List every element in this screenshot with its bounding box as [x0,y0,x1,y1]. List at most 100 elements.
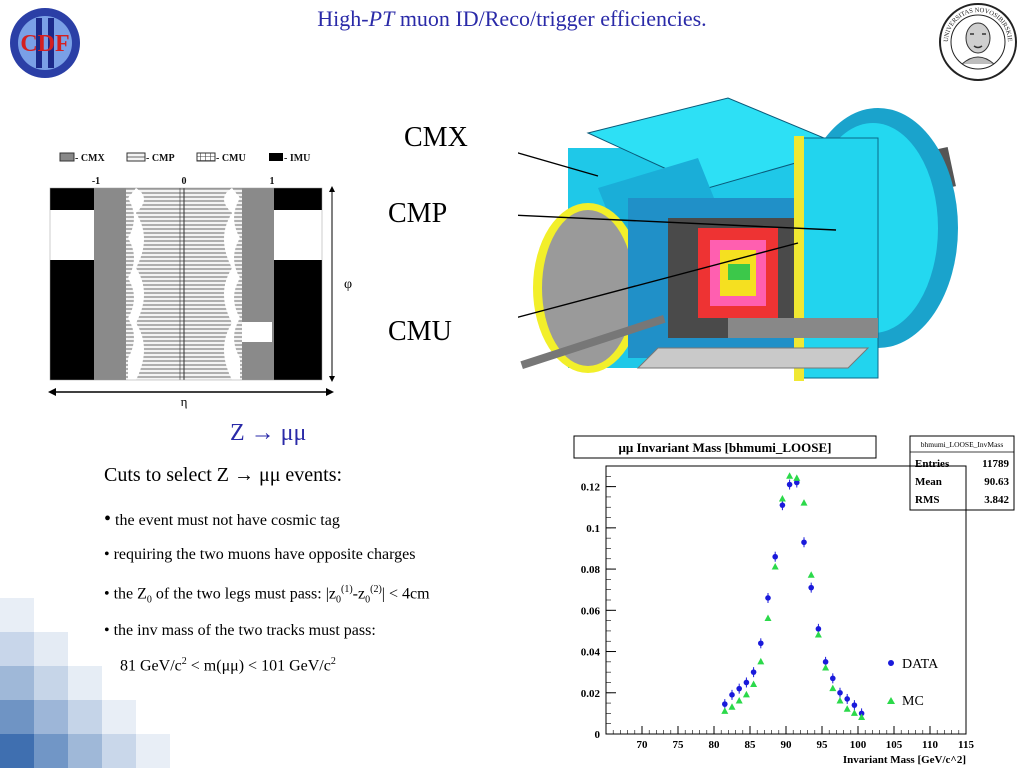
mc-point [771,563,779,570]
legend-data-marker [888,660,894,666]
data-point [844,696,850,702]
label-cmp: CMP [388,198,448,229]
legend-imu: - IMU [284,153,310,164]
legend-data-label: DATA [902,657,939,672]
phi-label: φ [344,277,352,292]
mc-point [764,614,772,622]
x-tick-label: 95 [817,739,829,751]
mc-point [721,707,729,714]
legend-swatch-cmx [59,152,75,162]
y-tick-label: 0.08 [581,564,601,576]
y-tick-label: 0.02 [581,688,601,700]
stats-rms-value: 3.842 [984,494,1009,506]
muon-coverage-diagram: - CMX - CMP - CMU - IMU -1 0 1 φ η [48,152,352,409]
y-tick-label: 0.06 [581,605,601,617]
stats-mean-label: Mean [915,476,942,488]
x-axis-label: Invariant Mass [GeV/c^2] [843,754,966,766]
x-tick-label: 100 [850,739,867,751]
plot-legend: DATA MC [887,657,939,709]
data-point [794,479,800,486]
data-point [830,675,836,682]
eta-label: η [181,394,188,409]
data-point [837,689,843,696]
mc-point [829,684,837,692]
bullet-cosmic: • the event must not have cosmic tag [104,508,340,530]
data-point [786,481,793,488]
stats-entries-value: 11789 [982,458,1009,470]
legend-swatch-cmu [196,152,216,162]
legend-swatch-imu [269,153,283,161]
stats-rms-label: RMS [915,494,939,506]
mc-point [858,713,866,721]
legend-cmx: - CMX [75,153,105,164]
x-tick-label: 115 [958,739,974,751]
plot-title-box [573,435,877,459]
data-point [851,702,858,708]
plot-title: μμ Invariant Mass [bhmumi_LOOSE] [618,440,831,455]
legend-cmu: - CMU [216,153,246,164]
data-point [722,701,728,707]
mc-point [778,494,786,502]
label-cmu: CMU [388,316,452,347]
bullet-invmass: • the inv mass of the two tracks must pa… [104,622,376,639]
mc-point [757,657,765,665]
y-tick-label: 0 [595,729,601,741]
data-point [772,553,778,560]
bullet-z0: • the Z0 of the two legs must pass: |z0(… [104,584,430,606]
mc-point [850,709,858,716]
data-point [801,539,807,546]
legend-swatch-cmp [126,152,146,162]
data-point [758,640,764,647]
stats-entries-label: Entries [915,458,950,470]
data-point [743,679,750,686]
cdf-logo-text: CDF [20,31,69,57]
mc-point [822,664,830,671]
data-point [858,710,865,717]
data-point [808,584,814,591]
x-tick-label: 110 [922,739,938,751]
data-point [729,692,735,698]
mass-window: 81 GeV/c2 < m(μμ) < 101 GeV/c2 [120,656,336,675]
x-tick-label: 80 [709,739,721,751]
x-tick-label: 105 [886,739,903,751]
x-tick-label: 90 [781,739,793,751]
x-tick-label: 70 [637,739,649,751]
data-point [736,685,742,692]
y-tick-label: 0.1 [586,523,600,535]
cdf-detector-illustration [518,97,958,381]
tick-minus1: -1 [92,176,100,187]
data-point [750,669,757,675]
mc-point [786,472,794,479]
mc-point [836,697,844,704]
cdf-logo: CDF [10,8,80,78]
mc-point [735,697,743,704]
mc-point [793,474,801,481]
mc-point [750,680,758,688]
legend-mc-label: MC [902,694,924,709]
mc-point [800,499,808,506]
mc-point [742,690,750,698]
invariant-mass-plot: μμ Invariant Mass [bhmumi_LOOSE] bhmumi_… [560,432,1020,768]
data-point [822,659,829,665]
label-cmx: CMX [404,122,468,153]
stats-box [909,435,1015,511]
x-tick-label: 75 [673,739,685,751]
z-mumu-heading: Z → μμ [230,420,307,446]
stats-mean-value: 90.63 [984,476,1009,488]
data-point [815,626,822,632]
mc-point [843,705,851,712]
tick-plus1: 1 [270,176,275,187]
data-point [779,502,786,508]
legend-cmp: - CMP [146,153,175,164]
mc-point [814,631,822,638]
mc-point [807,571,815,578]
y-tick-label: 0.12 [581,482,601,494]
slide-title: High-PT muon ID/Reco/trigger efficiencie… [317,6,707,31]
cuts-heading: Cuts to select Z → μμ events: [104,464,343,486]
bullet-charges: • requiring the two muons have opposite … [104,546,416,563]
y-tick-label: 0.04 [581,647,601,659]
data-point [765,595,771,601]
x-tick-label: 85 [745,739,757,751]
mc-point [728,703,736,710]
university-seal: UNIVERSITAS NOVOSIBIRSKIENSIS [938,2,1017,81]
